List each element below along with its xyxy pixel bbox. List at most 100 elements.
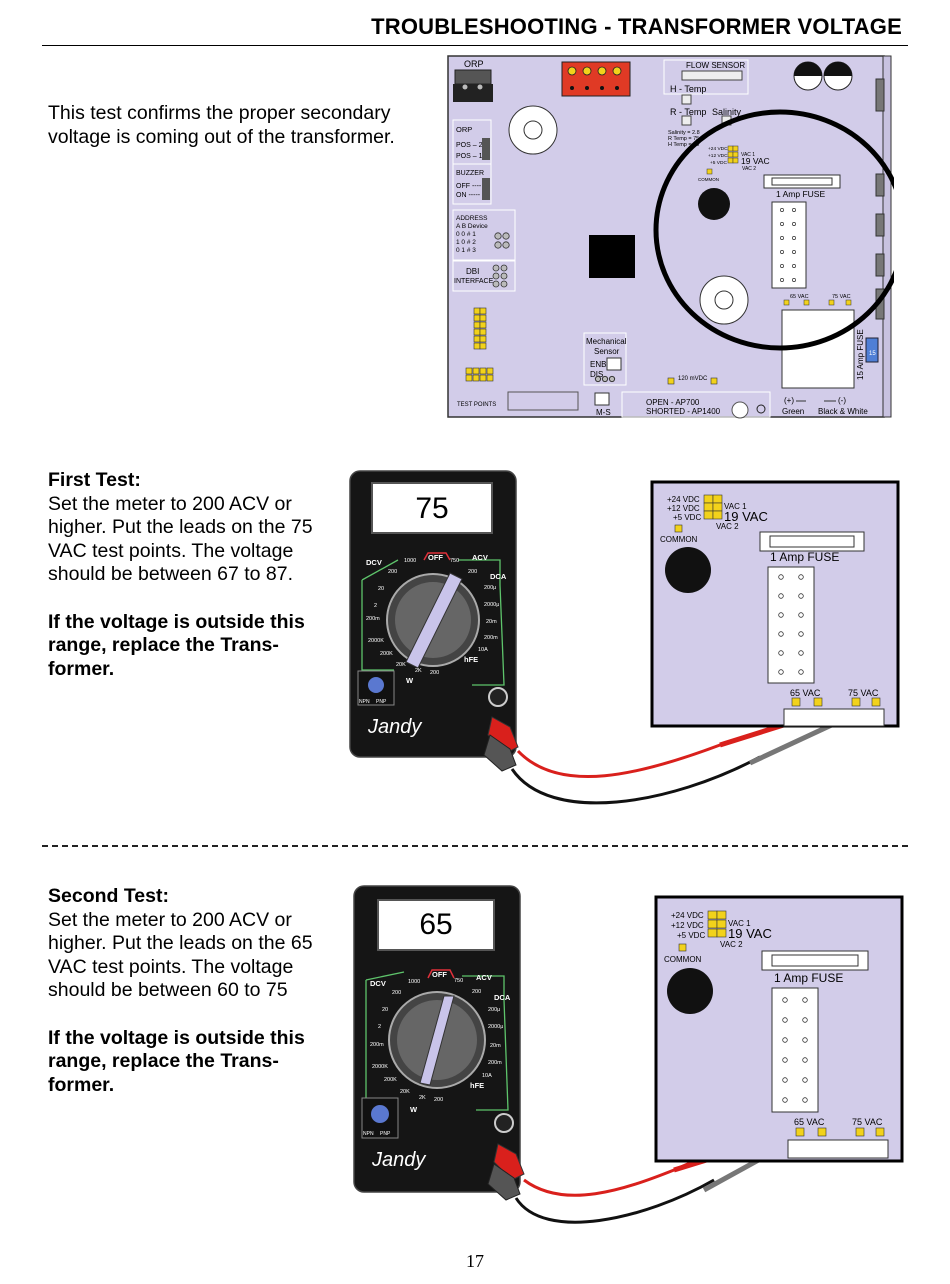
svg-text:200: 200	[392, 990, 401, 996]
second-test-body: Set the meter to 200 ACV or higher. Put …	[48, 908, 313, 1002]
svg-text:2: 2	[378, 1024, 381, 1030]
svg-text:ON -----: ON -----	[456, 192, 481, 199]
control-board-diagram: ORP FLOW SENSOR H - Temp R - Temp Salini…	[447, 55, 894, 419]
svg-text:Salinity = 2.8: Salinity = 2.8	[668, 130, 700, 136]
svg-text:VAC 1: VAC 1	[728, 919, 751, 928]
svg-text:15: 15	[869, 351, 876, 357]
svg-text:750: 750	[450, 558, 459, 564]
svg-text:200K: 200K	[380, 651, 393, 657]
svg-text:+12 VDC: +12 VDC	[671, 921, 704, 930]
svg-text:19 VAC: 19 VAC	[741, 156, 770, 166]
svg-text:DBI: DBI	[466, 267, 479, 276]
first-test-body: Set the meter to 200 ACV or higher. Put …	[48, 492, 313, 586]
svg-text:750: 750	[454, 978, 463, 984]
svg-text:200: 200	[472, 989, 481, 995]
svg-text:+24 VDC: +24 VDC	[671, 911, 704, 920]
svg-text:0 0 # 1: 0 0 # 1	[456, 231, 476, 238]
svg-text:VAC 1: VAC 1	[724, 502, 747, 511]
svg-text:10A: 10A	[482, 1073, 492, 1079]
svg-text:20m: 20m	[486, 619, 497, 625]
second-test-text: Second Test: Set the meter to 200 ACV or…	[48, 885, 348, 1097]
svg-text:200: 200	[468, 569, 477, 575]
svg-text:200m: 200m	[366, 616, 380, 622]
svg-text:200μ: 200μ	[488, 1007, 500, 1013]
svg-text:65 VAC: 65 VAC	[790, 294, 809, 300]
svg-text:DCV: DCV	[366, 558, 382, 567]
svg-text:75 VAC: 75 VAC	[832, 294, 851, 300]
svg-text:2000μ: 2000μ	[484, 602, 499, 608]
second-test-diagram: 65 DCV OFF ACV DCA hFE W 1000 200 20 2 2…	[353, 885, 904, 1224]
section-divider	[42, 845, 908, 847]
svg-text:1 0 # 2: 1 0 # 2	[456, 239, 476, 246]
svg-text:PNP: PNP	[380, 1131, 391, 1137]
svg-text:20K: 20K	[396, 662, 406, 668]
svg-text:ACV: ACV	[476, 973, 492, 982]
svg-text:Sensor: Sensor	[594, 347, 620, 356]
svg-text:1 Amp FUSE: 1 Amp FUSE	[770, 550, 839, 564]
svg-text:+5 VDC: +5 VDC	[677, 931, 705, 940]
svg-text:W: W	[406, 676, 414, 685]
page-title: TROUBLESHOOTING - TRANSFORMER VOLTAGE	[371, 14, 902, 39]
svg-text:R - Temp: R - Temp	[670, 107, 706, 117]
svg-text:1000: 1000	[404, 558, 416, 564]
svg-text:20: 20	[382, 1007, 388, 1013]
second-test-warning: If the voltage is outside this range, re…	[48, 1026, 305, 1096]
svg-text:+5 VDC: +5 VDC	[710, 160, 727, 166]
svg-text:COMMON: COMMON	[664, 955, 702, 964]
svg-text:Jandy: Jandy	[367, 716, 422, 738]
svg-text:2000K: 2000K	[372, 1064, 388, 1070]
svg-text:75 VAC: 75 VAC	[852, 1117, 883, 1127]
svg-text:2K: 2K	[415, 668, 422, 674]
svg-text:COMMON: COMMON	[660, 535, 698, 544]
svg-text:POS – 2: POS – 2	[456, 142, 483, 149]
svg-text:hFE: hFE	[470, 1081, 484, 1090]
svg-text:65 VAC: 65 VAC	[794, 1117, 825, 1127]
svg-text:200m: 200m	[488, 1060, 502, 1066]
svg-text:DCA: DCA	[490, 572, 507, 581]
svg-text:BUZZER: BUZZER	[456, 170, 484, 177]
orp-label: ORP	[464, 59, 484, 69]
svg-text:H - Temp: H - Temp	[670, 84, 706, 94]
svg-text:120 mVDC: 120 mVDC	[678, 376, 708, 382]
svg-text:NPN: NPN	[363, 1131, 374, 1137]
first-test-text: First Test: Set the meter to 200 ACV or …	[48, 469, 348, 681]
meter-display	[377, 899, 495, 951]
svg-text:(+): (+)	[784, 396, 794, 405]
svg-text:20K: 20K	[400, 1089, 410, 1095]
svg-text:15 Amp FUSE: 15 Amp FUSE	[856, 329, 865, 380]
svg-text:VAC 2: VAC 2	[716, 522, 739, 531]
svg-text:Mechanical: Mechanical	[586, 337, 627, 346]
processor-chip	[589, 235, 635, 278]
svg-text:VAC 1: VAC 1	[741, 152, 755, 158]
svg-text:Green: Green	[782, 407, 804, 416]
intro-text: This test confirms the proper secondary …	[48, 102, 395, 148]
meter-reading: 75	[415, 492, 448, 525]
title-rule	[42, 45, 908, 46]
svg-text:200K: 200K	[384, 1077, 397, 1083]
svg-text:ENB: ENB	[590, 360, 606, 369]
second-test-heading: Second Test:	[48, 885, 169, 907]
svg-text:2000μ: 2000μ	[488, 1024, 503, 1030]
svg-text:OFF: OFF	[432, 970, 447, 979]
svg-text:+12 VDC: +12 VDC	[667, 504, 700, 513]
svg-text:0 1 # 3: 0 1 # 3	[456, 247, 476, 254]
svg-text:1 Amp FUSE: 1 Amp FUSE	[774, 971, 843, 985]
svg-text:W: W	[410, 1105, 418, 1114]
svg-text:200: 200	[434, 1097, 443, 1103]
board-detail-panel	[654, 895, 904, 1163]
svg-text:FLOW SENSOR: FLOW SENSOR	[686, 61, 745, 70]
svg-text:ORP: ORP	[456, 125, 472, 134]
highlight-circle	[653, 109, 894, 351]
svg-text:(-): (-)	[838, 396, 846, 405]
svg-text:DCA: DCA	[494, 993, 511, 1002]
svg-text:SHORTED - AP1400: SHORTED - AP1400	[646, 407, 721, 416]
svg-text:2K: 2K	[419, 1095, 426, 1101]
svg-text:+12 VDC: +12 VDC	[708, 153, 728, 159]
svg-text:200m: 200m	[370, 1042, 384, 1048]
svg-text:200: 200	[430, 670, 439, 676]
svg-text:DIS: DIS	[590, 370, 603, 379]
svg-text:19 VAC: 19 VAC	[728, 926, 772, 941]
svg-text:INTERFACE: INTERFACE	[454, 278, 494, 285]
svg-text:20m: 20m	[490, 1043, 501, 1049]
svg-text:19 VAC: 19 VAC	[724, 509, 768, 524]
